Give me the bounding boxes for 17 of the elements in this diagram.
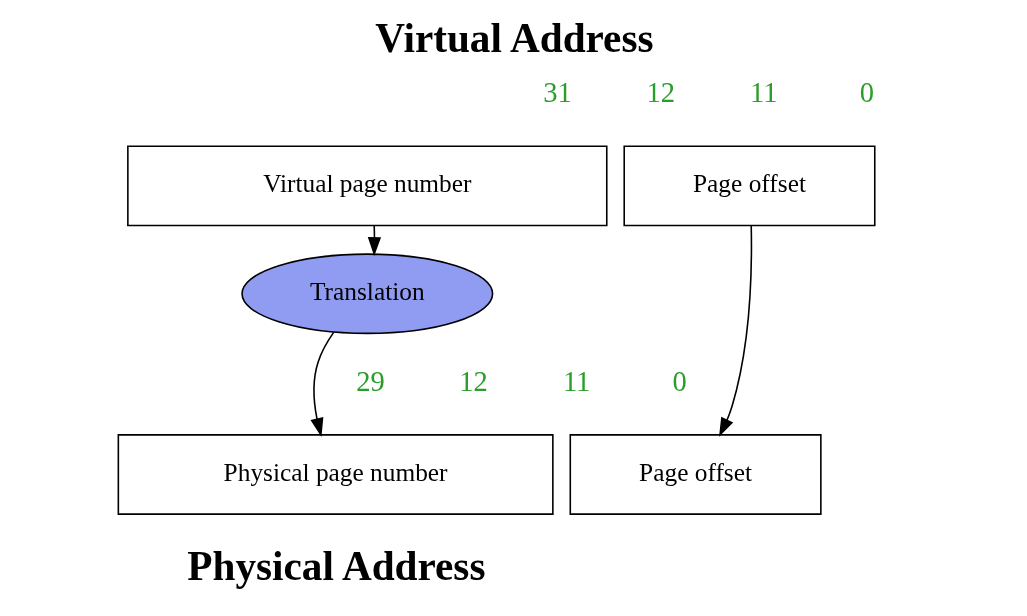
- label: 0: [859, 77, 874, 109]
- label: 0: [672, 366, 687, 398]
- arrow: [718, 225, 752, 437]
- label: 12: [458, 366, 488, 398]
- node-box: Page offset: [622, 145, 876, 227]
- label: 29: [355, 366, 385, 398]
- diagram-title: Virtual Address: [374, 15, 654, 62]
- node-box: Virtual page number: [126, 145, 608, 227]
- label: 11: [562, 366, 590, 398]
- arrow: [309, 331, 334, 438]
- node-box: Page offset: [569, 434, 822, 515]
- label: 31: [542, 77, 572, 109]
- label: 12: [645, 77, 675, 109]
- caption: Physical Address: [186, 543, 485, 590]
- node-ellipse: Translation: [240, 253, 493, 335]
- node-box: Physical page number: [117, 434, 554, 515]
- label: 11: [749, 77, 778, 109]
